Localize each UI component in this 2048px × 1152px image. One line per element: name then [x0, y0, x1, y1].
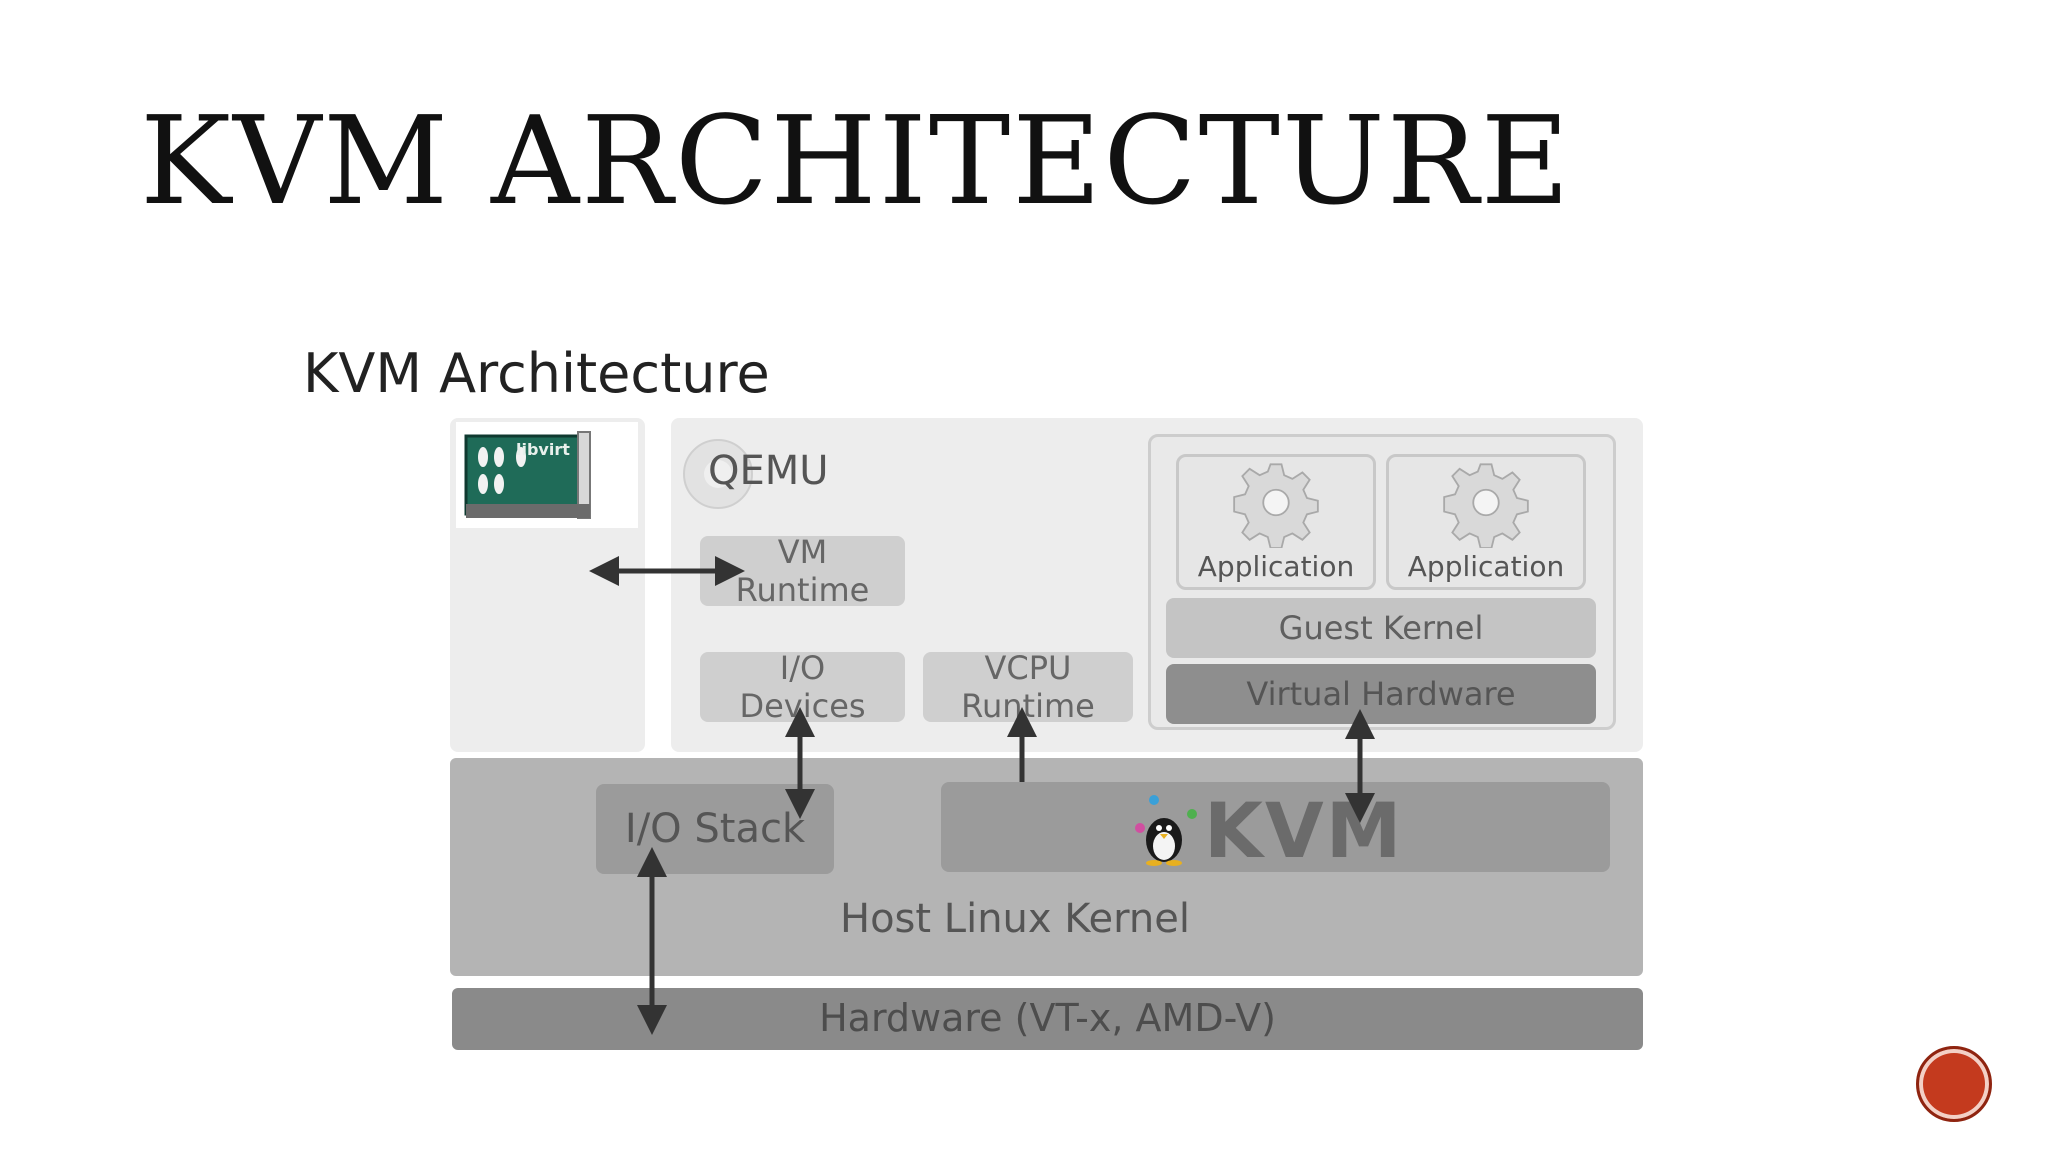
diagram-heading: KVM Architecture	[303, 342, 770, 405]
application-box-1: Application	[1176, 454, 1376, 590]
libvirt-logo: libvirt	[456, 422, 638, 528]
qemu-gear-icon	[683, 439, 753, 509]
gear-icon	[1233, 463, 1319, 548]
application-label-2: Application	[1407, 550, 1565, 583]
kvm-logo-text: KVM	[1204, 786, 1404, 875]
application-label-1: Application	[1197, 550, 1355, 583]
tux-penguin-icon	[1135, 795, 1197, 866]
vm-runtime-box: VM Runtime	[700, 533, 905, 609]
libvirt-logo-text: libvirt	[516, 440, 570, 459]
slide-nav-button[interactable]	[1916, 1046, 1992, 1122]
kvm-box	[941, 782, 1610, 872]
vcpu-runtime-box: VCPU Runtime	[923, 649, 1133, 725]
io-devices-box: I/O Devices	[700, 649, 905, 725]
host-linux-kernel-label: Host Linux Kernel	[840, 896, 1190, 942]
hardware-box: Hardware (VT-x, AMD-V)	[452, 988, 1643, 1050]
application-box-2: Application	[1386, 454, 1586, 590]
virtual-hardware-box: Virtual Hardware	[1166, 664, 1596, 724]
qemu-label: QEMU	[708, 448, 829, 494]
guest-kernel-box: Guest Kernel	[1166, 598, 1596, 658]
gear-icon	[1443, 463, 1529, 548]
io-stack-box: I/O Stack	[596, 784, 834, 874]
slide-title: KVM ARCHITECTURE	[140, 90, 1572, 232]
